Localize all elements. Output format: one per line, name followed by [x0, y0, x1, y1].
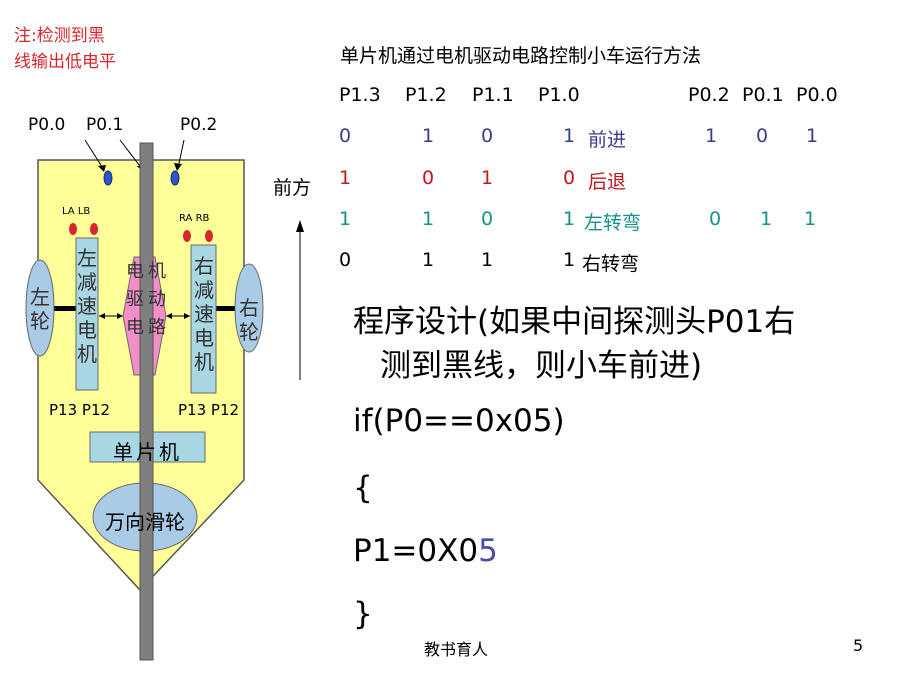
left-wheel-label: 左轮 — [30, 285, 50, 333]
pin-la — [69, 223, 77, 235]
cell-r1-p13: 1 — [339, 167, 352, 189]
header-p00: P0.0 — [796, 84, 838, 106]
cell-r3-p10: 1 — [563, 249, 576, 271]
cell-r2-p10: 1 — [563, 208, 576, 230]
page-number: 5 — [853, 636, 864, 655]
left-axle — [50, 306, 76, 311]
left-motor-label: 左减速电机 — [77, 246, 97, 366]
cell-r3-action: 右转弯 — [582, 253, 640, 275]
code-assign-part-b: 5 — [478, 533, 498, 569]
cell-r0-p13: 0 — [339, 125, 352, 147]
right-wheel-label: 右轮 — [239, 296, 259, 344]
footer-text: 教书育人 — [424, 640, 489, 659]
sensor-p00 — [103, 170, 113, 186]
right-motor-label: 右减速电机 — [194, 254, 214, 374]
pin-lb — [90, 223, 98, 235]
code-if-line: if(P0==0x05) — [353, 403, 565, 439]
right-axle — [216, 306, 240, 311]
cell-r2-p02: 0 — [709, 208, 722, 230]
caster-label: 万向滑轮 — [105, 510, 185, 534]
cell-r3-p11: 1 — [481, 249, 494, 271]
header-p13: P1.3 — [339, 84, 381, 106]
code-open-brace: { — [353, 470, 373, 506]
forward-label: 前方 — [273, 177, 312, 199]
sensor-p02 — [170, 170, 180, 186]
header-p12: P1.2 — [405, 84, 447, 106]
left-port-pins: P13 P12 — [49, 401, 111, 419]
cell-r3-p12: 1 — [422, 249, 435, 271]
cell-r2-p12: 1 — [422, 208, 435, 230]
program-desc-line2: 测到黑线，则小车前进) — [380, 348, 703, 384]
cell-r0-p02: 1 — [705, 125, 718, 147]
track-line — [139, 142, 154, 661]
header-p02: P0.2 — [688, 84, 730, 106]
cell-r2-p01: 1 — [760, 208, 773, 230]
note-line-2: 线输出低电平 — [14, 52, 116, 72]
right-wheel-shape — [234, 263, 264, 353]
code-close-brace: } — [353, 596, 373, 632]
cell-r1-p11: 1 — [481, 167, 494, 189]
cell-r2-action: 左转弯 — [584, 212, 642, 234]
cell-r0-p00: 1 — [806, 125, 819, 147]
code-assign-line: P1=0X05 — [353, 533, 498, 569]
header-p11: P1.1 — [472, 84, 514, 106]
pin-label-p00: P0.0 — [28, 115, 66, 135]
left-wheel-shape — [25, 259, 55, 357]
cell-r0-p10: 1 — [563, 125, 576, 147]
table-title: 单片机通过电机驱动电路控制小车运行方法 — [340, 45, 702, 67]
program-desc-line1: 程序设计(如果中间探测头P01右 — [353, 304, 796, 340]
pin-label-p02: P0.2 — [180, 115, 218, 135]
driver-label: 电机驱动电路 — [126, 261, 170, 338]
cell-r0-p11: 0 — [481, 125, 494, 147]
pin-rb — [205, 230, 213, 242]
cell-r2-p13: 1 — [339, 208, 352, 230]
cell-r2-p00: 1 — [804, 208, 817, 230]
cell-r1-p12: 0 — [422, 167, 435, 189]
note-line-1: 注:检测到黑 — [14, 26, 105, 46]
header-p10: P1.0 — [538, 84, 580, 106]
mcu-label: 单片机 — [113, 440, 182, 464]
cell-r0-action: 前进 — [588, 129, 627, 151]
cell-r0-p12: 1 — [422, 125, 435, 147]
cell-r1-p10: 0 — [563, 167, 576, 189]
cell-r3-p13: 0 — [339, 249, 352, 271]
cell-r0-p01: 0 — [756, 125, 769, 147]
header-p01: P0.1 — [742, 84, 784, 106]
left-motor-shape — [75, 237, 99, 391]
pin-ra — [183, 230, 191, 242]
cell-r1-action: 后退 — [588, 171, 627, 193]
right-port-pins: P13 P12 — [178, 401, 240, 419]
pin-label-p01: P0.1 — [86, 115, 124, 135]
code-assign-part-a: P1=0X0 — [353, 533, 479, 569]
right-motor-shape — [190, 244, 217, 394]
cell-r2-p11: 0 — [481, 208, 494, 230]
right-motor-pins: RA RB — [179, 213, 210, 224]
left-motor-pins: LA LB — [62, 206, 91, 217]
